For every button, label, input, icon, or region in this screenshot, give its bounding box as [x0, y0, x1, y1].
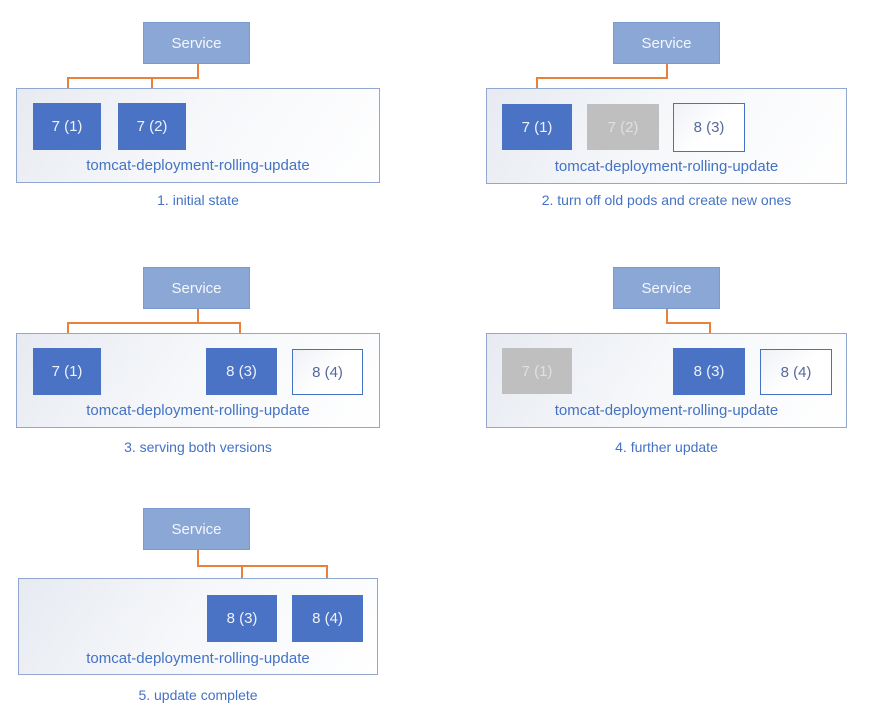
service-box: Service: [143, 508, 250, 550]
pod-8-3: 8 (3): [673, 103, 745, 152]
pod-7-1: 7 (1): [502, 348, 572, 394]
arrow-trunk: [666, 309, 668, 323]
service-box: Service: [143, 22, 250, 64]
pod-8-4: 8 (4): [760, 349, 832, 395]
stage-caption: 4. further update: [615, 439, 718, 455]
stage-caption: 2. turn off old pods and create new ones: [541, 192, 792, 208]
pod-7-2: 7 (2): [118, 103, 186, 150]
deployment-label: tomcat-deployment-rolling-update: [86, 402, 310, 419]
stage-caption: 1. initial state: [157, 192, 239, 208]
service-box: Service: [613, 267, 720, 309]
deployment-label: tomcat-deployment-rolling-update: [86, 650, 310, 667]
arrow-elbow: [197, 565, 328, 567]
arrow-trunk: [197, 309, 199, 323]
arrow-stem: [536, 79, 538, 93]
arrow-elbow: [67, 322, 241, 324]
pod-8-4: 8 (4): [292, 595, 363, 642]
pod-8-4: 8 (4): [292, 349, 363, 395]
arrow-trunk: [666, 64, 668, 78]
deployment-label: tomcat-deployment-rolling-update: [554, 402, 779, 419]
arrow-stem: [239, 324, 241, 338]
pod-7-1: 7 (1): [33, 348, 101, 395]
service-box: Service: [613, 22, 720, 64]
service-box: Service: [143, 267, 250, 309]
arrow-trunk: [197, 550, 199, 566]
arrow-elbow: [67, 77, 199, 79]
arrow-elbow: [536, 77, 668, 79]
arrow-stem: [709, 324, 711, 338]
deployment-label: tomcat-deployment-rolling-update: [86, 157, 310, 174]
stage-caption: 3. serving both versions: [124, 439, 272, 455]
pod-7-2: 7 (2): [587, 104, 659, 150]
pod-8-3: 8 (3): [207, 595, 277, 642]
arrow-elbow: [666, 322, 711, 324]
arrow-stem: [67, 79, 69, 93]
pod-7-1: 7 (1): [33, 103, 101, 150]
arrow-trunk: [197, 64, 199, 78]
arrow-stem: [326, 567, 328, 585]
deployment-label: tomcat-deployment-rolling-update: [554, 158, 779, 175]
arrow-stem: [241, 567, 243, 585]
pod-8-3: 8 (3): [206, 348, 277, 395]
arrow-stem: [151, 79, 153, 93]
pod-8-3: 8 (3): [673, 348, 745, 395]
stage-caption: 5. update complete: [138, 687, 258, 703]
arrow-stem: [67, 324, 69, 338]
pod-7-1: 7 (1): [502, 104, 572, 150]
